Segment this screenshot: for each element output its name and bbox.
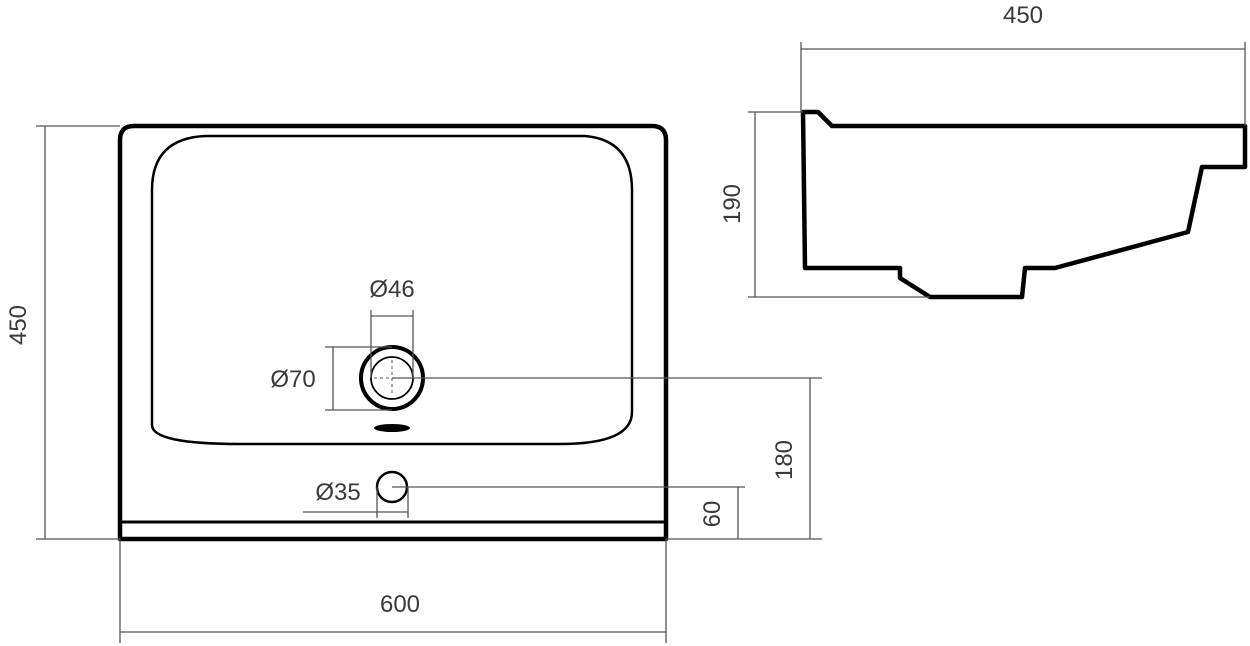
side-height-label: 190 [719, 184, 746, 224]
drain-outer-diameter-label: Ø70 [270, 366, 315, 393]
dim-left-depth-label: 450 [5, 305, 32, 345]
tap-hole-offset-label: 60 [699, 501, 726, 528]
overflow-slot [374, 424, 410, 432]
side-profile [800, 109, 1248, 300]
tap-hole-diameter-label: Ø35 [315, 479, 360, 506]
dim-width-label: 600 [380, 591, 420, 618]
drain-diameter-label: Ø46 [369, 276, 414, 303]
drain-offset-label: 180 [771, 440, 798, 480]
top-view: 450 600 Ø46 Ø70 Ø35 180 60 [5, 123, 822, 643]
side-view: 450 190 [719, 2, 1248, 300]
inner-bowl [150, 134, 634, 446]
side-depth-label: 450 [1003, 2, 1043, 29]
basin-outline [117, 123, 669, 542]
